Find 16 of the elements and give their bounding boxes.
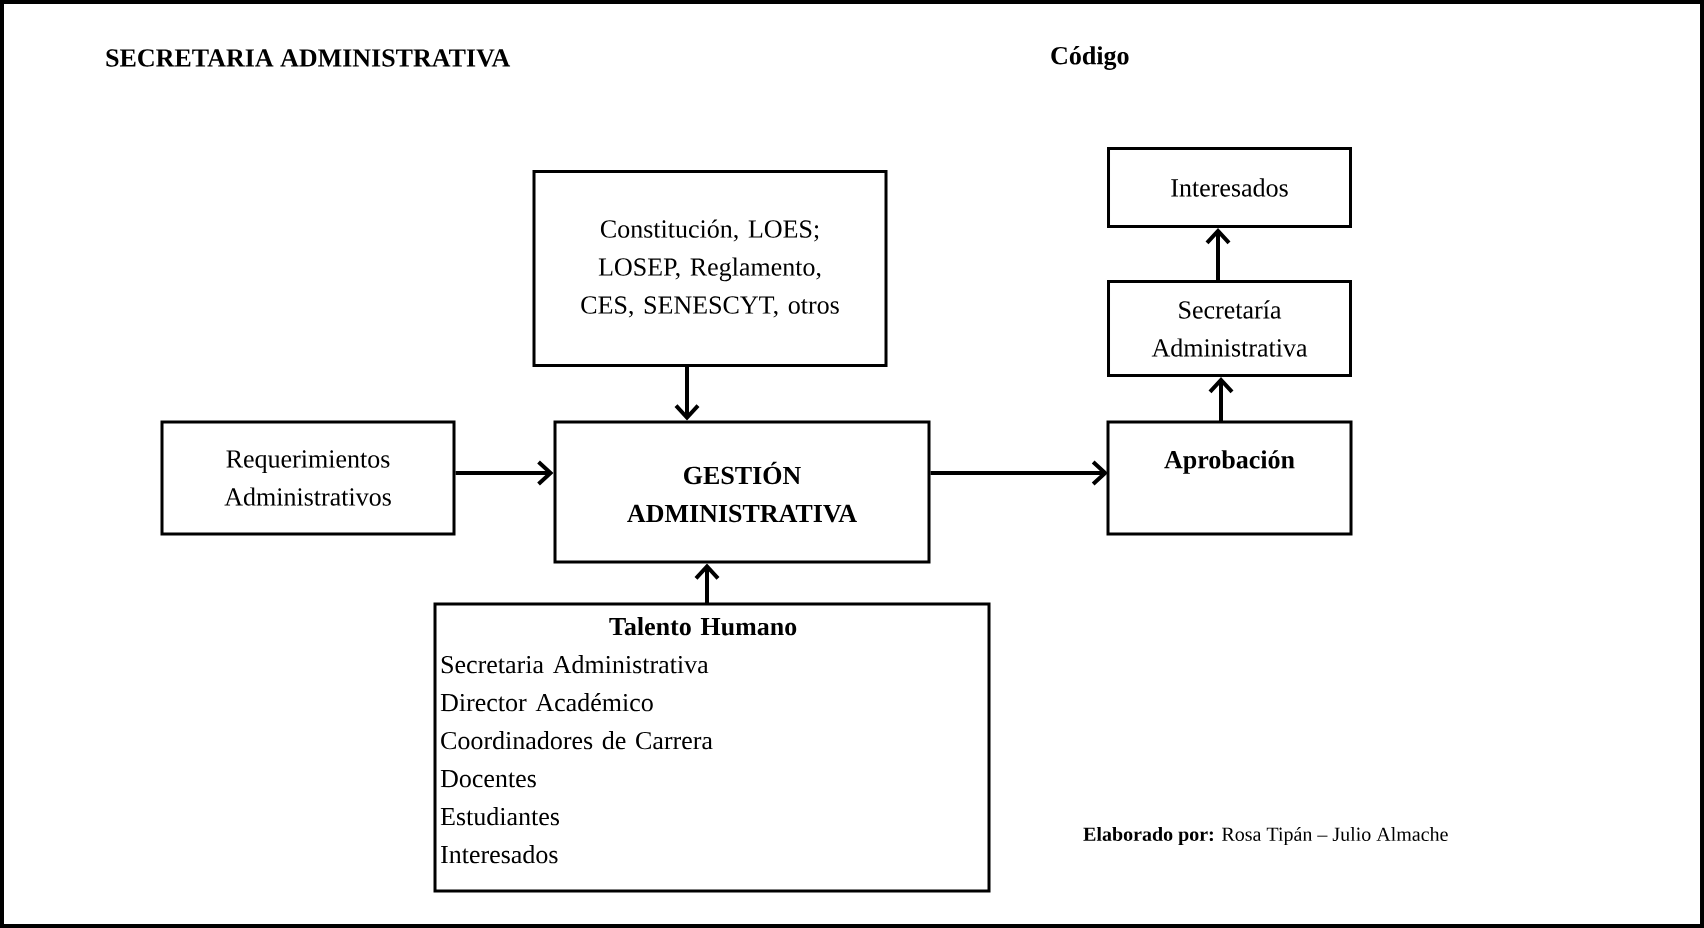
process-box: Aprobación bbox=[1106, 420, 1353, 536]
process-box: Secretaría Administrativa bbox=[1107, 280, 1352, 377]
code-label: Código bbox=[1051, 46, 1129, 70]
process-box: Interesados bbox=[1107, 147, 1352, 228]
author-note: Elaborado por: Rosa Tipán – Julio Almache bbox=[1083, 826, 1448, 846]
process-box: Requerimientos Administrativos bbox=[160, 420, 456, 536]
process-box: Constitución, LOES; LOSEP, Reglamento, CES, SENESCYT, otros bbox=[532, 170, 888, 367]
process-box: GESTIÓN ADMINISTRATIVA bbox=[553, 420, 931, 564]
title: SECRETARIA ADMINISTRATIVA bbox=[106, 49, 511, 67]
arrow bbox=[455, 460, 554, 486]
arrow bbox=[1208, 377, 1234, 422]
arrow bbox=[674, 367, 700, 421]
arrow bbox=[930, 460, 1109, 486]
arrow bbox=[1205, 228, 1231, 280]
arrow bbox=[694, 563, 720, 605]
staff-box: Talento Humano Secretaria Administrativa Director Académico Coordinadores de Carrera Docentes Estudiantes Interesados bbox=[433, 602, 991, 893]
